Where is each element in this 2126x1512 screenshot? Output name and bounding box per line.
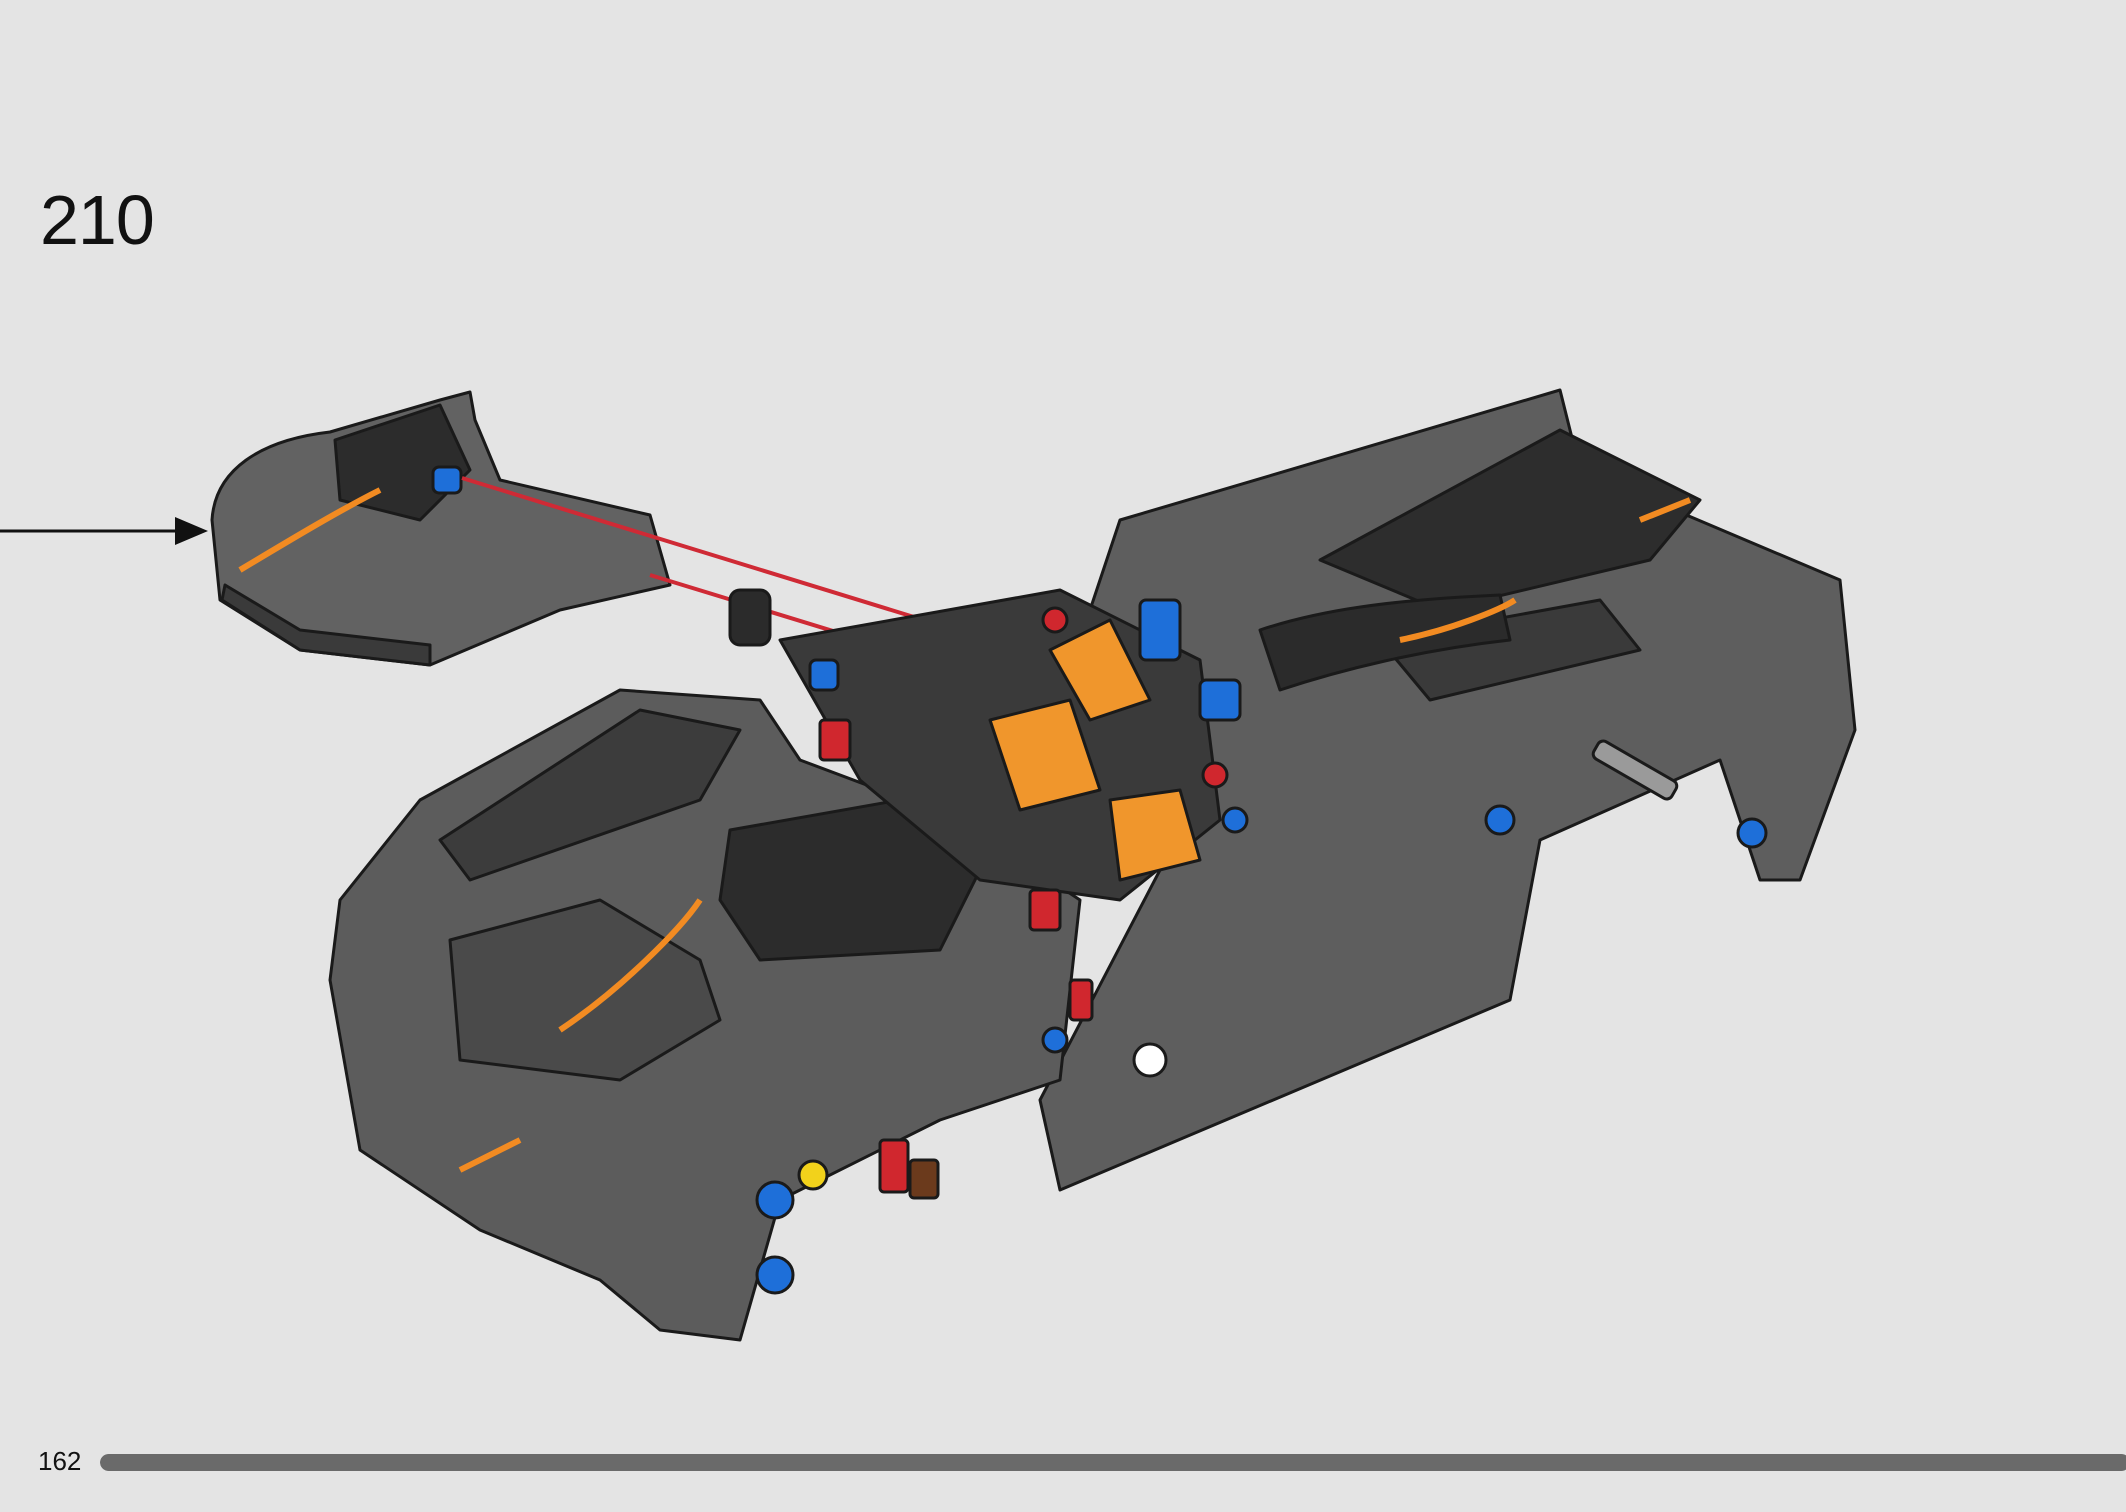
- progress-bar: [100, 1454, 2126, 1471]
- progress-bar-fill: [100, 1454, 2126, 1471]
- page-number: 162: [38, 1446, 82, 1476]
- callout-arrow: [0, 517, 208, 545]
- step-number: 210: [40, 181, 155, 259]
- sub-assembly-cover: [210, 390, 672, 667]
- car-model: [328, 388, 1857, 1342]
